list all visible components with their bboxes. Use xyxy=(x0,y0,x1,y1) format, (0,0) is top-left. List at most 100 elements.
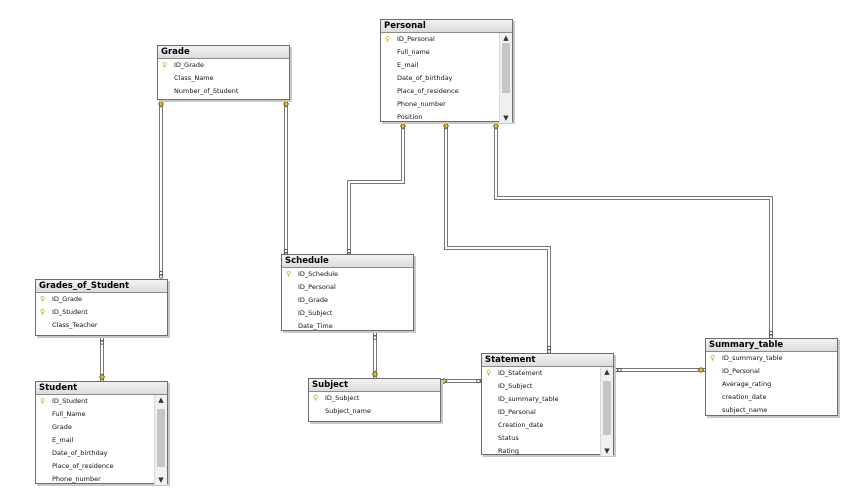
scroll-thumb[interactable] xyxy=(603,381,611,435)
column-row[interactable]: ID_summary_table xyxy=(482,393,613,406)
table-student-title[interactable]: Student xyxy=(36,382,167,395)
column-row[interactable]: ID_Subject xyxy=(282,307,413,320)
column-row[interactable]: Average_rating xyxy=(706,378,837,391)
scroll-down-icon[interactable]: ▼ xyxy=(604,447,610,455)
column-label: ID_Personal xyxy=(397,35,435,43)
column-row[interactable]: ID_Personal xyxy=(706,365,837,378)
column-row[interactable]: subject_name xyxy=(706,404,837,417)
column-row[interactable]: Place_of_residence xyxy=(381,85,512,98)
column-row[interactable]: ID_Grade xyxy=(282,294,413,307)
column-label: Place_of_residence xyxy=(397,87,459,95)
column-row[interactable]: Place_of_residence xyxy=(36,460,167,473)
column-row[interactable]: ID_Personal xyxy=(482,406,613,419)
infinity-endpoint-icon xyxy=(99,248,774,384)
key-icon: ♀ xyxy=(40,308,46,316)
column-label: creation_date xyxy=(722,393,767,401)
vertical-scrollbar[interactable]: ▲▼ xyxy=(499,33,512,123)
key-icon: ♀ xyxy=(385,35,391,43)
column-label: Date_of_birthday xyxy=(52,449,108,457)
scroll-thumb[interactable] xyxy=(502,43,510,93)
column-row[interactable]: Rating xyxy=(482,445,613,456)
table-subject-title[interactable]: Subject xyxy=(309,379,440,392)
column-row[interactable]: ♀ ID_Statement xyxy=(482,367,613,380)
column-row[interactable]: Subject_name xyxy=(309,405,440,418)
column-label: Subject_name xyxy=(325,407,371,415)
table-summary-table-title[interactable]: Summary_table xyxy=(706,339,837,352)
column-row[interactable]: Class_Name xyxy=(158,72,289,85)
scroll-up-icon[interactable]: ▲ xyxy=(503,34,509,42)
column-label: Date_of_birthday xyxy=(397,74,453,82)
table-schedule-title[interactable]: Schedule xyxy=(282,255,413,268)
column-label: ID_Grade xyxy=(298,296,328,304)
scroll-thumb[interactable] xyxy=(157,409,165,467)
vertical-scrollbar[interactable]: ▲▼ xyxy=(154,395,167,485)
column-label: Grade xyxy=(52,423,72,431)
column-label: ID_Subject xyxy=(298,309,333,317)
column-label: ID_Grade xyxy=(174,61,204,69)
column-row[interactable]: Grade xyxy=(36,421,167,434)
column-label: Number_of_Student xyxy=(174,87,239,95)
column-row[interactable]: ♀ ID_Personal xyxy=(381,33,512,46)
column-row[interactable]: Number_of_Student xyxy=(158,85,289,98)
vertical-scrollbar[interactable]: ▲▼ xyxy=(600,367,613,456)
column-label: Phone_number xyxy=(52,475,101,483)
column-row[interactable]: Date_Time xyxy=(282,320,413,333)
column-label: Status xyxy=(498,434,519,442)
column-row[interactable]: ♀ID_summary_table xyxy=(706,352,837,365)
scroll-down-icon[interactable]: ▼ xyxy=(503,114,509,122)
column-row[interactable]: Status xyxy=(482,432,613,445)
key-icon: ♀ xyxy=(286,270,292,278)
key-icon: ♀ xyxy=(162,61,168,69)
table-grades-of-student-title[interactable]: Grades_of_Student xyxy=(36,280,167,293)
column-row[interactable]: Date_of_birthday xyxy=(36,447,167,460)
column-row[interactable]: ♀ ID_Grade xyxy=(158,59,289,72)
column-row[interactable]: Phone_number xyxy=(36,473,167,485)
table-grade-title[interactable]: Grade xyxy=(158,46,289,59)
column-row[interactable]: ♀ID_Grade xyxy=(36,293,167,306)
column-label: ID_Personal xyxy=(498,408,536,416)
column-label: ID_Subject xyxy=(498,382,533,390)
column-label: ID_Student xyxy=(52,397,88,405)
column-row[interactable]: ♀ID_Subject xyxy=(309,392,440,405)
column-label: ID_summary_table xyxy=(722,354,783,362)
column-row[interactable]: Position xyxy=(381,111,512,123)
key-icon: ♀ xyxy=(40,397,46,405)
column-row[interactable]: ♀ID_Schedule xyxy=(282,268,413,281)
column-row[interactable]: creation_date xyxy=(706,391,837,404)
table-personal-title[interactable]: Personal xyxy=(381,20,512,33)
scroll-up-icon[interactable]: ▲ xyxy=(158,396,164,404)
column-row[interactable]: ♀ ID_Student xyxy=(36,306,167,319)
scroll-down-icon[interactable]: ▼ xyxy=(158,476,164,484)
column-row[interactable]: ID_Subject xyxy=(482,380,613,393)
column-row[interactable]: E_mail xyxy=(36,434,167,447)
column-label: subject_name xyxy=(722,406,768,414)
column-row[interactable]: Phone_number xyxy=(381,98,512,111)
column-label: ID_Student xyxy=(52,308,88,316)
column-row[interactable]: ID_Personal xyxy=(282,281,413,294)
column-row[interactable]: ♀ ID_Student xyxy=(36,395,167,408)
key-endpoint-icon xyxy=(98,100,705,385)
table-statement-title[interactable]: Statement xyxy=(482,354,613,367)
column-label: ID_Statement xyxy=(498,369,543,377)
key-icon: ♀ xyxy=(486,369,492,377)
scroll-up-icon[interactable]: ▲ xyxy=(604,368,610,376)
column-row[interactable]: Class_Teacher xyxy=(36,319,167,332)
column-row[interactable]: Creation_date xyxy=(482,419,613,432)
column-row[interactable]: Full_Name xyxy=(36,408,167,421)
column-row[interactable]: Date_of_birthday xyxy=(381,72,512,85)
column-row[interactable]: Full_name xyxy=(381,46,512,59)
column-row[interactable]: E_mail xyxy=(381,59,512,72)
